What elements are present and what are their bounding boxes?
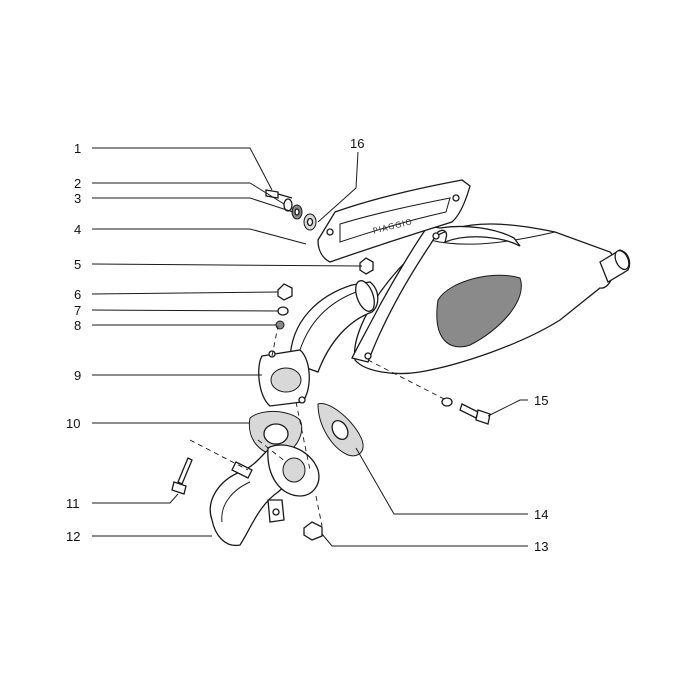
callout-16: 16 — [350, 136, 364, 151]
callout-2: 2 — [74, 176, 81, 191]
washer-3 — [291, 204, 303, 220]
callout-7: 7 — [74, 303, 81, 318]
callout-15: 15 — [534, 393, 548, 408]
gasket-10 — [248, 411, 303, 456]
assembly-lines — [189, 325, 447, 527]
washer-2 — [283, 198, 293, 212]
callout-10: 10 — [66, 416, 80, 431]
callout-13: 13 — [534, 539, 548, 554]
callout-3: 3 — [74, 191, 81, 206]
callout-6: 6 — [74, 287, 81, 302]
callout-5: 5 — [74, 257, 81, 272]
callout-14: 14 — [534, 507, 548, 522]
gasket-14 — [317, 403, 364, 457]
callout-1: 1 — [74, 141, 81, 156]
manifold-12 — [209, 444, 320, 547]
callout-12: 12 — [66, 529, 80, 544]
nut-5 — [359, 257, 374, 275]
callout-11: 11 — [66, 496, 80, 511]
nut-6 — [277, 283, 293, 301]
bolt-11 — [171, 457, 193, 495]
bolt-1 — [265, 189, 293, 199]
leader-lines — [91, 147, 528, 547]
exhaust-bend-pipe — [258, 280, 379, 407]
nut-13 — [303, 521, 323, 541]
callout-9: 9 — [74, 368, 81, 383]
bolt-15 — [441, 397, 491, 425]
washer-7 — [277, 306, 289, 316]
muffler — [351, 223, 631, 375]
grommet-4 — [303, 213, 317, 231]
heat-shield-plate: PIAGGIO — [317, 179, 471, 263]
callout-4: 4 — [74, 222, 81, 237]
callout-8: 8 — [74, 318, 81, 333]
callout-labels: 1 2 3 4 5 6 7 8 9 10 11 12 13 14 15 16 — [66, 136, 548, 554]
